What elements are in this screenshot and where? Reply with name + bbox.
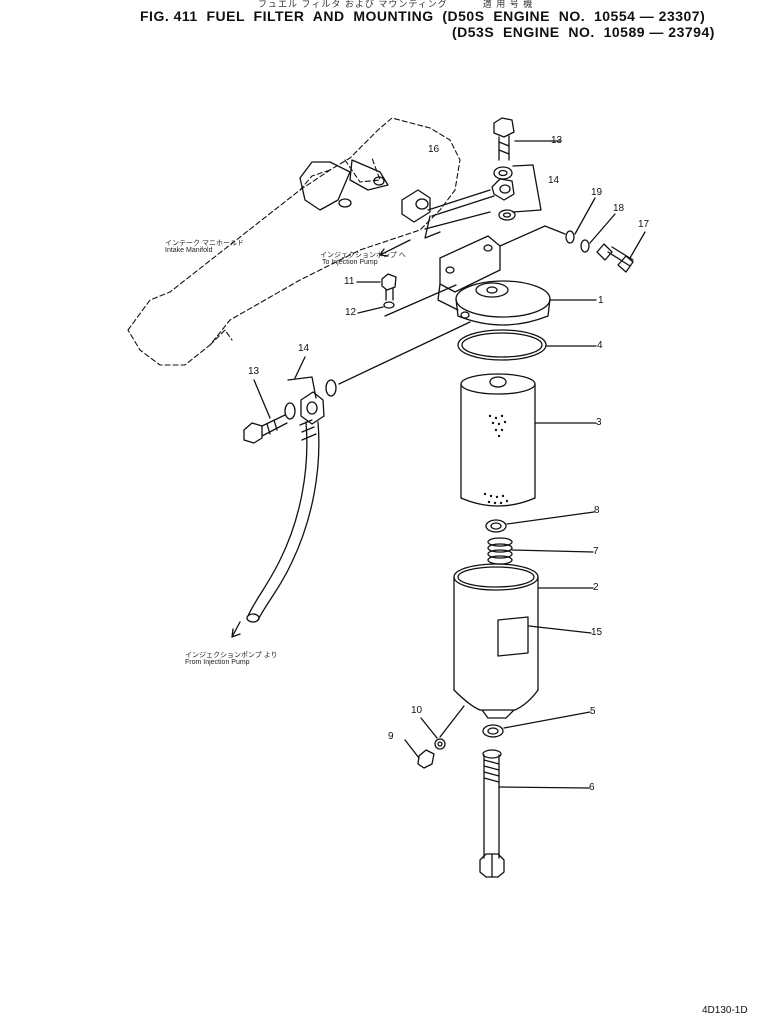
callout-14-top: 14 (548, 175, 560, 186)
to-pump-arrow (379, 239, 411, 257)
fuel-hose (231, 419, 320, 638)
gasket-ring-4 (457, 329, 597, 361)
filter-case-2 (439, 563, 594, 738)
left-bolt-13 (243, 379, 288, 444)
left-banjo-14 (284, 321, 471, 425)
drawing-code: 4D130-1D (702, 1005, 748, 1016)
callout-18: 18 (613, 203, 625, 214)
right-side-fittings (499, 197, 646, 273)
callout-11: 11 (344, 276, 355, 287)
callout-17: 17 (638, 219, 650, 230)
callout-15: 15 (591, 627, 603, 638)
callout-12: 12 (345, 307, 357, 318)
drain-plug-9-washer-10 (404, 717, 446, 769)
callout-2: 2 (593, 582, 599, 593)
callout-1: 1 (598, 295, 604, 306)
top-bolt-13 (493, 117, 561, 161)
top-washers-14 (491, 164, 542, 221)
washer-8 (485, 511, 595, 533)
to-pump-label-en: To Injection Pump (322, 259, 378, 266)
callout-6: 6 (589, 782, 595, 793)
callout-13-left: 13 (248, 366, 260, 377)
intake-manifold-drawing (127, 117, 461, 366)
manifold-bosses (299, 159, 389, 211)
filter-head-1 (437, 235, 597, 326)
figure-title-line2: (D53S ENGINE NO. 10589 — 23794) (452, 24, 715, 40)
callout-16: 16 (428, 144, 440, 155)
callout-14-left: 14 (298, 343, 310, 354)
title-japanese: フュエル フィルタ および マウンティング 適 用 号 機 (258, 0, 534, 9)
washer-5 (482, 711, 591, 738)
intake-label-en: Intake Manifold (165, 247, 213, 254)
to-pump-label-jp: インジェクションポンプ へ (320, 252, 406, 259)
callout-7: 7 (593, 546, 599, 557)
callout-5: 5 (590, 706, 596, 717)
callout-3: 3 (596, 417, 602, 428)
banjo-fittings-16 (401, 189, 495, 239)
callout-19: 19 (591, 187, 603, 198)
bolt-11-washer-12 (356, 273, 457, 317)
callout-4: 4 (597, 340, 603, 351)
from-pump-label-en: From Injection Pump (185, 659, 250, 666)
callout-8: 8 (594, 505, 600, 516)
figure-title: FIG. 411 FUEL FILTER AND MOUNTING (D50S … (140, 8, 706, 24)
intake-label-jp: インテーク マニホールド (165, 240, 244, 247)
callout-9: 9 (388, 731, 394, 742)
from-pump-label-jp: インジェクションポンプ より (185, 652, 278, 659)
spring-7 (487, 537, 594, 565)
center-bolt-6 (479, 749, 590, 878)
callout-10: 10 (411, 705, 423, 716)
filter-element-3 (460, 373, 597, 507)
